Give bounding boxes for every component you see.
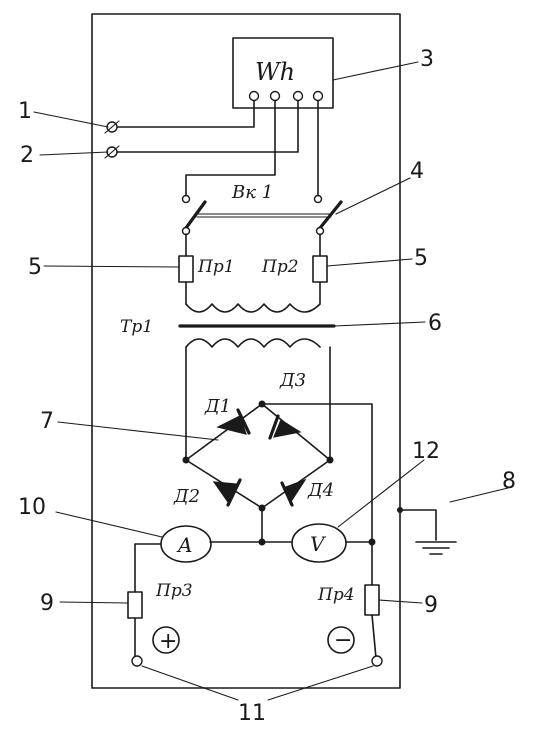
callout-2: 2 xyxy=(20,143,34,168)
diode-bridge: Д1 Д3 Д2 Д4 xyxy=(173,370,334,512)
minus-sign-circle xyxy=(327,626,355,654)
wire xyxy=(185,100,276,197)
callout-9-right: 9 xyxy=(424,593,438,618)
fuse-pr4 xyxy=(364,584,380,616)
callout-3: 3 xyxy=(420,47,434,72)
wire xyxy=(261,403,373,586)
fuse-pr1 xyxy=(178,255,194,283)
callout-12: 12 xyxy=(412,439,440,464)
minus-symbol: − xyxy=(334,628,352,653)
callout-5-left: 5 xyxy=(28,255,42,280)
enclosure-frame xyxy=(91,13,401,689)
callout-4: 4 xyxy=(410,159,424,184)
callout-7: 7 xyxy=(40,409,54,434)
callout-1: 1 xyxy=(18,99,32,124)
diode-d2-label: Д2 xyxy=(173,486,200,507)
fuse-pr4-label: Пр4 xyxy=(317,585,355,605)
fuse-pr2-label: Пр2 xyxy=(261,257,299,277)
fuse-pr3-label: Пр3 xyxy=(155,581,193,601)
diode-d4-label: Д4 xyxy=(307,480,334,501)
meter-terminal xyxy=(269,90,281,102)
ammeter-label: A xyxy=(176,533,192,557)
fuse-pr2 xyxy=(312,255,328,283)
meter-terminal xyxy=(292,90,304,102)
output-terminal-plus xyxy=(131,655,143,667)
callout-5-right: 5 xyxy=(414,246,428,271)
meter-terminal xyxy=(248,90,260,102)
diode-d1 xyxy=(216,415,247,435)
diode-d1-label: Д1 xyxy=(204,396,231,417)
ground-symbol xyxy=(397,507,457,555)
output-terminal-minus xyxy=(371,655,383,667)
callout-6: 6 xyxy=(428,311,442,336)
meter-label: Wh xyxy=(255,58,295,86)
voltmeter-label: V xyxy=(310,532,327,556)
diode-d3 xyxy=(273,419,302,438)
plus-sign-circle xyxy=(152,626,180,654)
callout-leaders xyxy=(33,61,509,701)
wire xyxy=(116,100,255,128)
diode-d3-label: Д3 xyxy=(279,370,306,391)
wire xyxy=(134,543,162,593)
callout-10: 10 xyxy=(18,495,46,520)
voltmeter: V xyxy=(291,523,347,563)
plus-symbol: + xyxy=(159,629,177,654)
transformer-label: Тр1 xyxy=(120,317,153,337)
callout-11: 11 xyxy=(238,701,266,726)
ammeter: A xyxy=(160,525,212,563)
meter-terminal xyxy=(312,90,324,102)
callout-9-left: 9 xyxy=(40,591,54,616)
wire xyxy=(116,100,299,153)
transformer: Тр1 xyxy=(120,303,336,348)
callout-8: 8 xyxy=(502,469,516,494)
fuse-pr1-label: Пр1 xyxy=(197,257,235,277)
switch-label: Вк 1 xyxy=(231,182,273,203)
watt-hour-meter: Wh xyxy=(232,37,334,109)
double-pole-switch: Вк 1 xyxy=(181,182,343,236)
fuse-pr3 xyxy=(127,591,143,619)
